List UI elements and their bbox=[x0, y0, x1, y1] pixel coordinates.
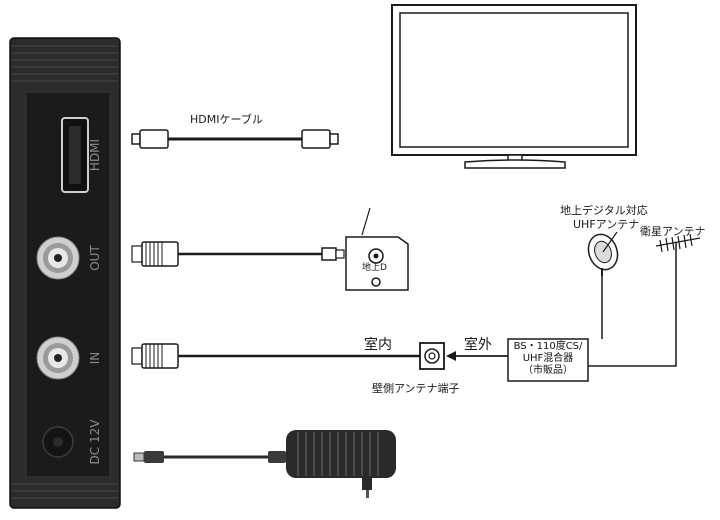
mixer-label-line: BS・110度CS/ bbox=[513, 341, 583, 352]
outdoor-feed-line bbox=[446, 351, 508, 361]
television bbox=[391, 4, 637, 169]
ac-adapter bbox=[133, 430, 396, 498]
in-coax-cable bbox=[131, 343, 420, 369]
terrestrial-wall-socket bbox=[345, 207, 409, 291]
terrestrial-antenna-label-line1: 地上デジタル対応 bbox=[560, 204, 648, 217]
uhf-antenna-icon bbox=[587, 231, 619, 276]
out-port-label: OUT bbox=[88, 245, 102, 271]
hdmi-port-label: HDMI bbox=[88, 139, 102, 171]
wall-antenna-terminal bbox=[419, 342, 445, 370]
vent-top bbox=[12, 45, 118, 82]
satellite-antenna-label: 衛星アンテナ bbox=[640, 225, 706, 238]
indoor-label: 室内 bbox=[364, 337, 392, 353]
vent-bottom bbox=[12, 483, 118, 499]
antenna-feed-lines bbox=[588, 268, 677, 367]
mixer-label: BS・110度CS/ UHF混合器 （市販品） bbox=[508, 341, 588, 377]
hdmi-port[interactable] bbox=[61, 117, 89, 193]
antenna-out-port[interactable] bbox=[36, 236, 80, 280]
wall-terminal-label: 壁側アンテナ端子 bbox=[372, 382, 460, 395]
hdmi-cable-label: HDMIケーブル bbox=[190, 113, 263, 126]
mixer-label-line: （市販品） bbox=[523, 365, 573, 376]
antenna-in-port[interactable] bbox=[36, 336, 80, 380]
mixer-label-line: UHF混合器 bbox=[522, 353, 574, 364]
terrestrial-antenna-label-line2: UHFアンテナ bbox=[573, 218, 640, 231]
in-port-label: IN bbox=[88, 352, 102, 365]
outdoor-label: 室外 bbox=[464, 337, 492, 353]
dc-power-port[interactable] bbox=[42, 426, 74, 458]
mixer-box bbox=[507, 338, 589, 382]
terrestrial-socket-label: 地上D bbox=[362, 263, 387, 273]
satellite-antenna-icon bbox=[655, 233, 701, 268]
out-coax-cable bbox=[131, 241, 345, 267]
tuner-device: HDMI OUT IN DC 12V bbox=[9, 37, 121, 509]
hdmi-cable bbox=[131, 129, 339, 149]
dc-port-label: DC 12V bbox=[88, 419, 102, 465]
